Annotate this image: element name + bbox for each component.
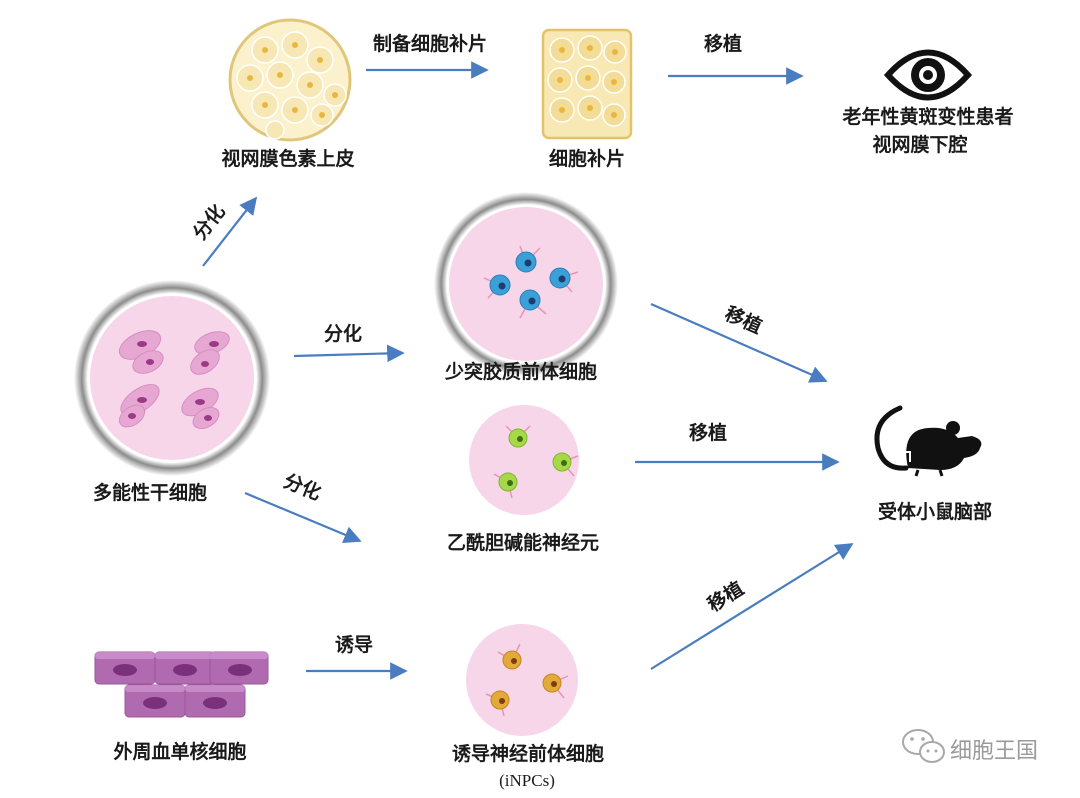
edge-label-transplant-inpc: 移植 — [703, 577, 747, 617]
rpe-cell-sphere-icon — [228, 18, 352, 142]
cell-patch-icon — [541, 28, 633, 140]
mouse-icon — [874, 405, 982, 477]
ipsc-sphere-icon — [74, 280, 270, 476]
mouse-brain-label: 受体小鼠脑部 — [878, 500, 992, 523]
opc-label: 少突胶质前体细胞 — [444, 360, 597, 383]
edge-label-diff-rpe: 分化 — [188, 200, 230, 244]
wechat-logo-icon — [902, 729, 945, 763]
watermark-text: 细胞王国 — [950, 739, 1038, 764]
edge-label-diff-cholinergic: 分化 — [281, 469, 325, 505]
opc-sphere-icon — [434, 192, 618, 376]
arrow-ipsc-to-rpe — [202, 196, 258, 267]
patient-label-line2: 视网膜下腔 — [872, 133, 967, 156]
arrow-opc-to-mouse — [650, 302, 828, 383]
edge-label-transplant-opc: 移植 — [722, 302, 766, 338]
rpe-label: 视网膜色素上皮 — [221, 147, 354, 170]
cholinergic-neuron-sphere-icon — [469, 405, 579, 515]
arrow-ipsc-to-cholinergic — [244, 491, 362, 544]
cell-patch-label: 细胞补片 — [549, 147, 625, 170]
pbmc-label: 外周血单核细胞 — [113, 740, 246, 763]
arrow-inpc-to-mouse — [650, 543, 854, 670]
patient-label-line1: 老年性黄斑变性患者 — [842, 105, 1013, 128]
cholinergic-label: 乙酰胆碱能神经元 — [447, 531, 599, 554]
arrow-ipsc-to-opc — [293, 344, 405, 363]
edge-label-induce: 诱导 — [335, 634, 373, 656]
inpc-label: 诱导神经前体细胞 — [452, 742, 604, 765]
edge-label-diff-opc: 分化 — [324, 322, 362, 345]
edge-label-transplant-cholinergic: 移植 — [689, 421, 727, 444]
pbmc-cells-icon — [94, 651, 269, 718]
edge-label-transplant-eye: 移植 — [704, 32, 742, 55]
ipsc-label: 多能性干细胞 — [93, 481, 207, 504]
eye-icon — [883, 49, 973, 101]
inpc-abbr-label: (iNPCs) — [499, 771, 555, 790]
edge-label-make-patch: 制备细胞补片 — [373, 32, 487, 55]
inpc-sphere-icon — [466, 624, 578, 736]
